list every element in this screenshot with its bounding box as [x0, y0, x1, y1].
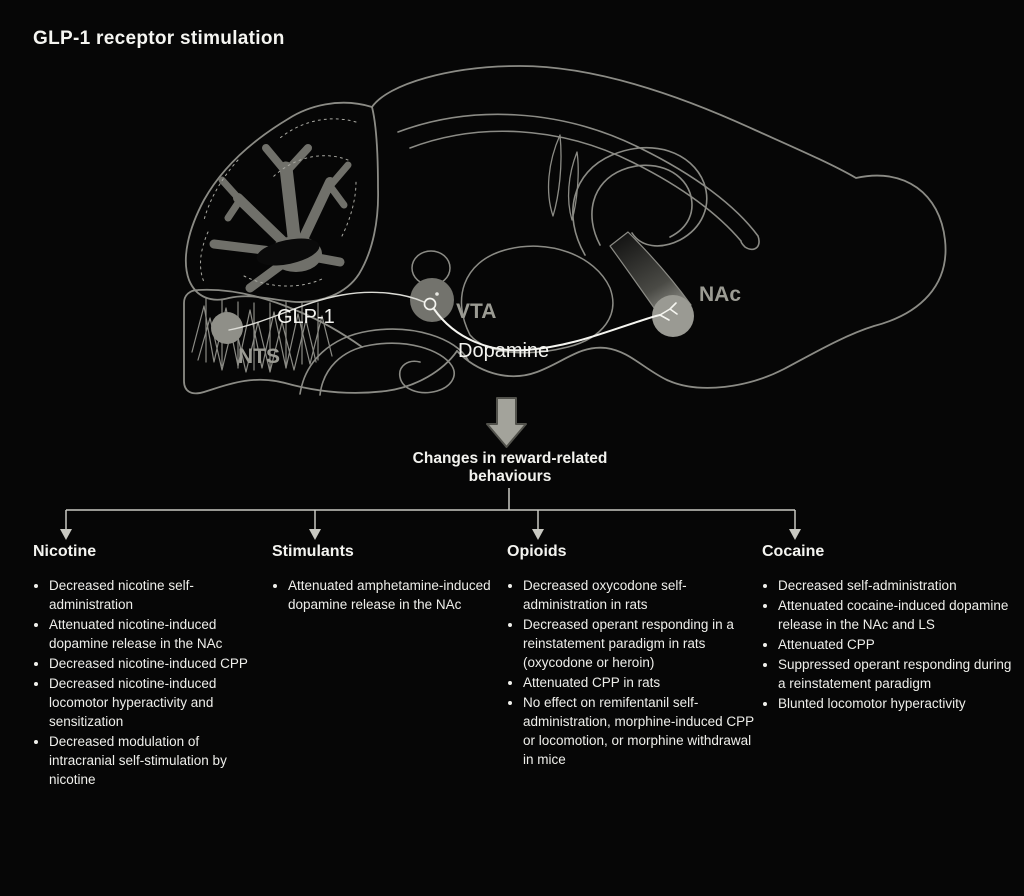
vta-label: VTA	[456, 300, 496, 323]
list-item: Decreased operant responding in a reinst…	[523, 615, 757, 672]
flow-heading-line1: Changes in reward-related	[412, 450, 608, 467]
brainstem-outline	[183, 288, 458, 395]
list-item: Decreased self-administration	[778, 576, 1018, 595]
page-title: GLP-1 receptor stimulation	[33, 28, 285, 49]
list-item: Decreased oxycodone self-administration …	[523, 576, 757, 614]
flow-heading-line2: behaviours	[468, 468, 552, 485]
nts-label: NTS	[238, 345, 280, 368]
list-item: Attenuated CPP in rats	[523, 673, 757, 692]
column-opioids-title: Opioids	[507, 543, 567, 560]
pons-curves	[299, 328, 469, 396]
connector-drop-lines	[65, 510, 796, 530]
cerebellum-texture	[200, 118, 357, 287]
list-item: Attenuated amphetamine-induced dopamine …	[288, 576, 498, 614]
column-cocaine-list: Decreased self-administration Attenuated…	[762, 576, 1018, 713]
dopamine-terminal	[659, 302, 678, 321]
column-nicotine-list: Decreased nicotine self-administration A…	[33, 576, 265, 789]
list-item: Decreased nicotine-induced locomotor hyp…	[49, 674, 265, 731]
list-item: Suppressed operant responding during a r…	[778, 655, 1018, 693]
cortex-outline	[371, 65, 947, 389]
list-item: Attenuated CPP	[778, 635, 1018, 654]
dopamine-pathway-label: Dopamine	[458, 340, 549, 362]
hippocampus	[572, 146, 708, 256]
column-cocaine: Cocaine Decreased self-administration At…	[762, 543, 1018, 714]
flow-heading: Changes in reward-related behaviours	[360, 450, 660, 486]
column-cocaine-title: Cocaine	[762, 543, 825, 560]
column-stimulants: Stimulants Attenuated amphetamine-induce…	[272, 543, 498, 615]
glp1-fiber	[228, 291, 425, 331]
column-stimulants-list: Attenuated amphetamine-induced dopamine …	[272, 576, 498, 614]
cerebellum-arbor-vitae	[209, 144, 352, 293]
nac-region	[652, 295, 694, 337]
corpus-callosum	[397, 113, 760, 251]
vta-region	[410, 278, 454, 322]
list-item: Decreased modulation of intracranial sel…	[49, 732, 265, 789]
nac-label: NAc	[699, 283, 741, 306]
brain-diagram: NTS GLP-1 VTA Dopamine NAc	[183, 65, 947, 448]
dopamine-fiber	[433, 308, 661, 352]
connector-arrowheads	[60, 529, 801, 540]
column-nicotine-title: Nicotine	[33, 543, 97, 560]
vta-terminal-dot	[435, 292, 439, 296]
list-item: Attenuated nicotine-induced dopamine rel…	[49, 615, 265, 653]
ventricle-sliver	[547, 134, 579, 221]
cerebellum-outline	[184, 101, 379, 303]
column-opioids-list: Decreased oxycodone self-administration …	[507, 576, 757, 769]
list-item: Attenuated cocaine-induced dopamine rele…	[778, 596, 1018, 634]
list-item: Decreased nicotine self-administration	[49, 576, 265, 614]
column-stimulants-title: Stimulants	[272, 543, 354, 560]
vta-terminal-ring	[423, 297, 437, 311]
branch-connector	[60, 488, 801, 540]
list-item: Blunted locomotor hyperactivity	[778, 694, 1018, 713]
column-opioids: Opioids Decreased oxycodone self-adminis…	[507, 543, 757, 770]
glp1-pathway-label: GLP-1	[277, 306, 335, 328]
down-block-arrow-icon	[486, 397, 527, 448]
list-item: No effect on remifentanil self-administr…	[523, 693, 757, 769]
list-item: Decreased nicotine-induced CPP	[49, 654, 265, 673]
thalamus-outline	[460, 245, 614, 354]
column-nicotine: Nicotine Decreased nicotine self-adminis…	[33, 543, 265, 790]
nts-region	[211, 312, 243, 344]
